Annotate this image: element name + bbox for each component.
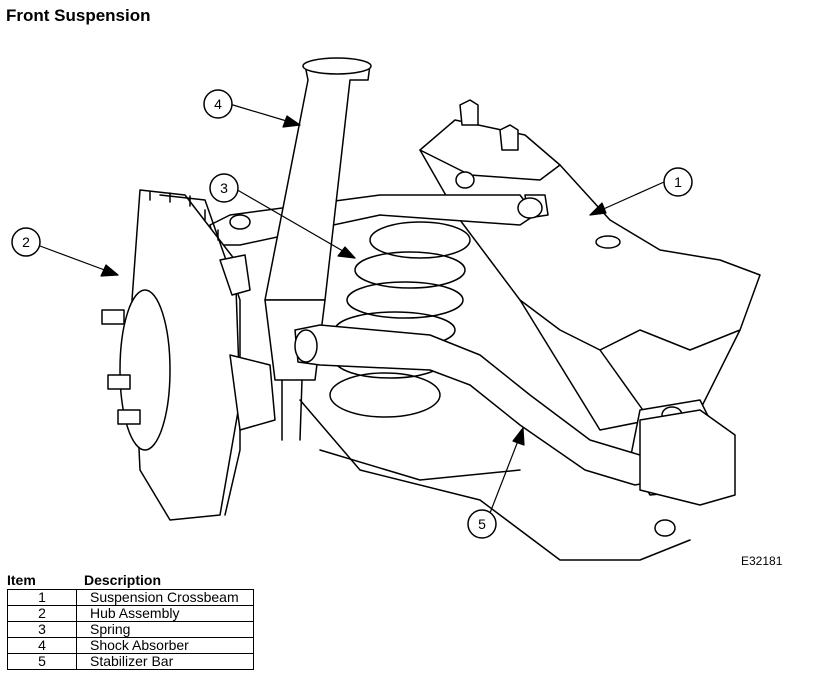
callout-1: 1: [663, 167, 693, 197]
callout-4: 4: [203, 89, 233, 119]
stabilizer-bar-drawing: [294, 324, 736, 506]
legend-item-header: Item: [7, 572, 36, 588]
callout-leaders: [39, 104, 665, 514]
svg-text:4: 4: [214, 96, 222, 112]
page-title: Front Suspension: [6, 6, 151, 25]
callout-2: 2: [11, 227, 41, 257]
svg-text:1: 1: [674, 174, 682, 190]
legend-row: 4 Shock Absorber: [7, 637, 254, 654]
svg-text:3: 3: [220, 180, 228, 196]
legend-row: 1 Suspension Crossbeam: [7, 589, 254, 606]
callout-3: 3: [209, 173, 239, 203]
legend-item-description: Stabilizer Bar: [76, 653, 254, 670]
callout-5: 5: [467, 509, 497, 539]
suspension-illustration: 1 2 3 4 5: [11, 57, 761, 561]
legend-description-header: Description: [84, 572, 162, 588]
legend-item-number: 3: [7, 621, 77, 638]
hub-assembly-drawing: [101, 189, 276, 521]
legend-item-description: Spring: [76, 621, 254, 638]
shock-absorber-drawing: [264, 57, 372, 441]
legend-item-description: Hub Assembly: [76, 605, 254, 622]
legend-item-description: Shock Absorber: [76, 637, 254, 654]
legend-item-number: 5: [7, 653, 77, 670]
legend-item-number: 4: [7, 637, 77, 654]
legend-table: 1 Suspension Crossbeam 2 Hub Assembly 3 …: [7, 589, 254, 670]
svg-text:5: 5: [478, 516, 486, 532]
legend-row: 2 Hub Assembly: [7, 605, 254, 622]
legend-item-description: Suspension Crossbeam: [76, 589, 254, 606]
legend-row: 3 Spring: [7, 621, 254, 638]
svg-text:2: 2: [22, 234, 30, 250]
legend-row: 5 Stabilizer Bar: [7, 653, 254, 670]
legend-item-number: 1: [7, 589, 77, 606]
figure-id: E32181: [741, 554, 783, 568]
coil-spring-drawing: [329, 221, 471, 418]
legend-item-number: 2: [7, 605, 77, 622]
